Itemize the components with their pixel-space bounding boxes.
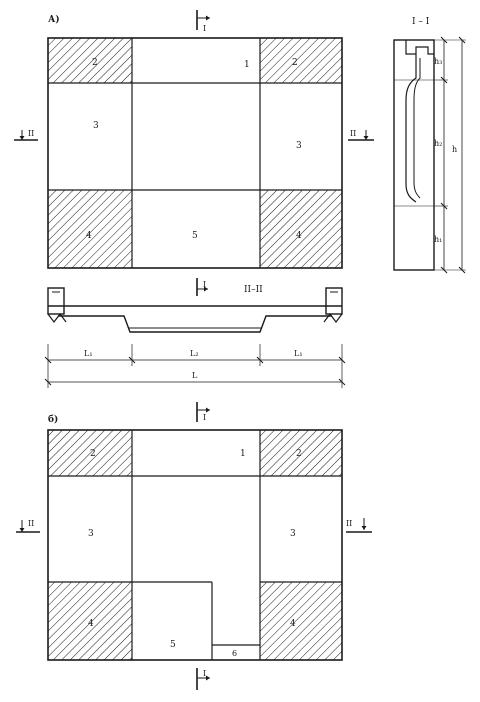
- svg-text:II: II: [28, 129, 34, 138]
- zone-4-left-a: [48, 190, 132, 268]
- zone-label-2-left-a: 2: [92, 58, 98, 68]
- zone-label-4-left-b: 4: [88, 619, 94, 629]
- section-mark-ii-left-a: II: [14, 129, 38, 141]
- zone-label-4-left-a: 4: [86, 231, 92, 241]
- part-b-plan: б) 1 2 2 3 3 4 4 5 6 I: [16, 402, 372, 690]
- side-section-i-i: I – I h₃ h₂ h h₁: [393, 17, 466, 274]
- zone-label-5-a: 5: [192, 231, 198, 241]
- zone-2-right-a: [260, 38, 342, 83]
- zone-4-right-b: [260, 582, 342, 660]
- zone-label-3-left-a: 3: [93, 121, 99, 131]
- zone-2-left-b: [48, 430, 132, 476]
- dim-l-total: L: [192, 371, 198, 380]
- zone-label-1-b: 1: [240, 449, 246, 459]
- zone-2-left-a: [48, 38, 132, 83]
- svg-text:I: I: [203, 669, 206, 678]
- zone-4-right-a: [260, 190, 342, 268]
- svg-text:II: II: [346, 519, 352, 528]
- zone-label-4-right-b: 4: [290, 619, 296, 629]
- dim-l2: L₂: [190, 349, 199, 358]
- zone-4-left-b: [48, 582, 132, 660]
- dim-l1-left: L₁: [84, 349, 93, 358]
- zone-label-2-right-a: 2: [292, 58, 298, 68]
- part-a-plan: А) 1 2 2 3 3 4 4 5 I I: [14, 10, 374, 296]
- section-mark-i-top-a: I: [196, 10, 210, 33]
- zone-label-1-a: 1: [244, 60, 250, 70]
- dim-h2: h₂: [434, 139, 442, 148]
- dimension-lines-a: L₁ L₂ L₁ L: [44, 344, 346, 388]
- zone-label-2-right-b: 2: [296, 449, 302, 459]
- zone-2-right-b: [260, 430, 342, 476]
- svg-text:II: II: [350, 129, 356, 138]
- svg-text:II: II: [28, 519, 34, 528]
- svg-text:I: I: [203, 24, 206, 33]
- svg-text:I: I: [203, 280, 206, 289]
- section-mark-i-top-b: I: [196, 402, 210, 422]
- section-mark-ii-right-b: II: [346, 518, 372, 533]
- zone-label-3-right-b: 3: [290, 529, 296, 539]
- svg-text:I: I: [203, 413, 206, 422]
- zone-label-6-b: 6: [232, 649, 237, 658]
- section-ii-label: II–II: [244, 285, 263, 295]
- zone-label-2-left-b: 2: [90, 449, 96, 459]
- zone-label-4-right-a: 4: [296, 231, 302, 241]
- dim-l1-right: L₁: [294, 349, 303, 358]
- part-a-heading: А): [48, 14, 60, 25]
- part-b-heading: б): [48, 414, 58, 425]
- section-mark-i-bottom-b: I: [196, 668, 210, 690]
- zone-label-5-b: 5: [170, 640, 176, 650]
- dim-h: h: [452, 145, 457, 154]
- section-mark-ii-left-b: II: [16, 519, 40, 533]
- side-section-label: I – I: [412, 17, 430, 27]
- section-ii-ii: II–II: [47, 285, 343, 333]
- dim-h3: h₃: [434, 57, 442, 66]
- section-mark-ii-right-a: II: [348, 129, 374, 141]
- dim-h1: h₁: [434, 235, 442, 244]
- zone-label-3-right-a: 3: [296, 141, 302, 151]
- zone-label-3-left-b: 3: [88, 529, 94, 539]
- section-mark-i-bottom-a: I: [196, 278, 208, 296]
